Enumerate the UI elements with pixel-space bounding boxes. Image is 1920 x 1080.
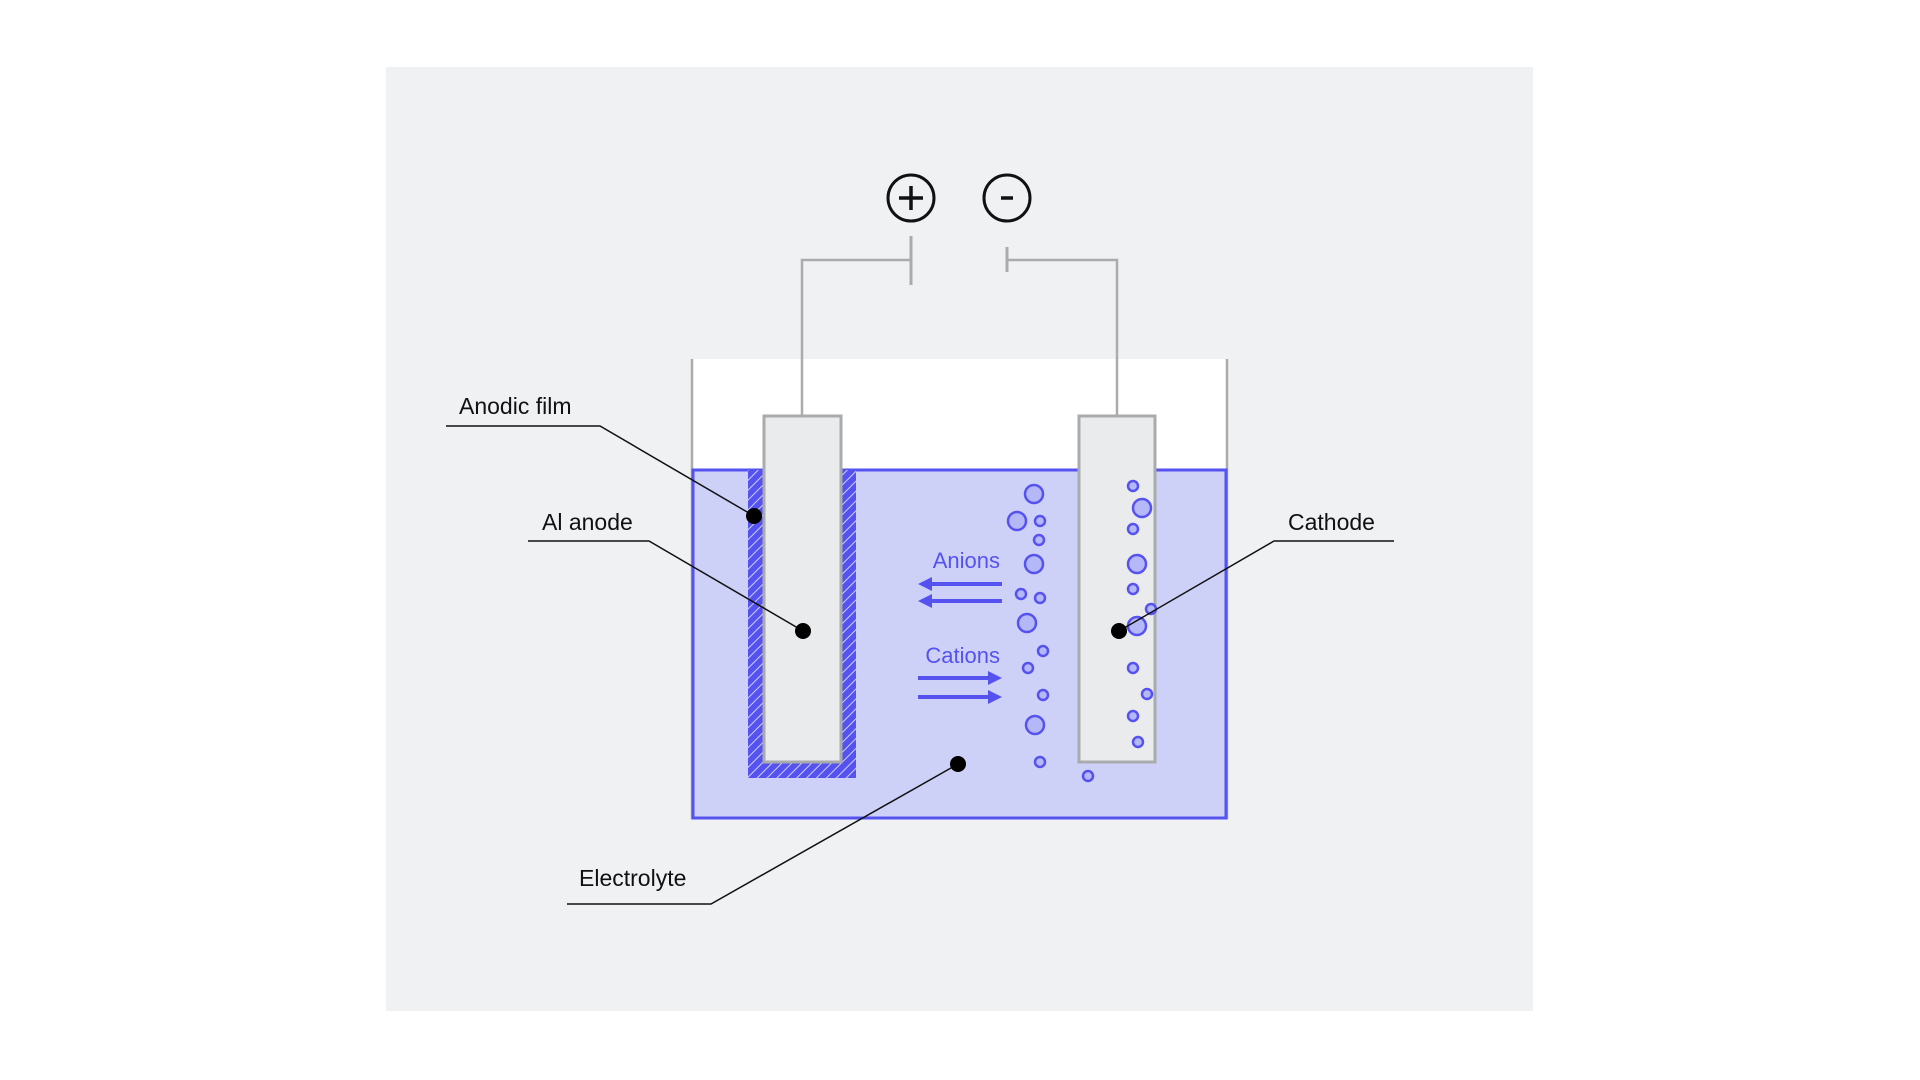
al-anode xyxy=(762,414,843,764)
anode-wire xyxy=(800,258,911,416)
bubble xyxy=(1023,483,1045,505)
cations-arrows-icon xyxy=(918,671,1002,704)
cathode-wire xyxy=(1007,258,1119,416)
bubble xyxy=(1032,533,1046,547)
bubble xyxy=(1036,644,1050,658)
callout-anodic-film: Anodic film xyxy=(446,393,762,524)
negative-terminal-icon: - xyxy=(982,173,1032,223)
bubble xyxy=(1140,687,1154,701)
bubble xyxy=(1131,497,1153,519)
bubble xyxy=(1126,522,1140,536)
bubble xyxy=(1033,591,1047,605)
bubble xyxy=(1024,714,1046,736)
cathode-label: Cathode xyxy=(1288,509,1375,535)
anions-arrows-icon xyxy=(918,577,1002,608)
cations-label: Cations xyxy=(925,643,1000,668)
bubble xyxy=(1126,479,1140,493)
electrolyte-label: Electrolyte xyxy=(579,865,686,891)
bubble xyxy=(1131,735,1145,749)
bubble xyxy=(1006,510,1028,532)
al-anode-label: Al anode xyxy=(542,509,633,535)
callout-electrolyte: Electrolyte xyxy=(567,756,966,905)
gas-bubbles xyxy=(1006,479,1158,783)
bubble xyxy=(1081,769,1095,783)
bubble xyxy=(1016,612,1038,634)
bubble xyxy=(1126,553,1148,575)
callout-cathode: Cathode xyxy=(1111,509,1394,639)
bubble xyxy=(1036,688,1050,702)
bubble xyxy=(1014,587,1028,601)
bubble xyxy=(1126,709,1140,723)
bubble xyxy=(1033,514,1047,528)
anions-label: Anions xyxy=(933,548,1000,573)
bubble xyxy=(1126,661,1140,675)
callout-al-anode: Al anode xyxy=(528,509,811,639)
anodic-film-label: Anodic film xyxy=(459,393,571,419)
positive-terminal-icon: + xyxy=(886,173,936,223)
bubble xyxy=(1033,755,1047,769)
bubble xyxy=(1126,582,1140,596)
cathode xyxy=(1077,414,1157,764)
bubble xyxy=(1023,553,1045,575)
bubble xyxy=(1021,661,1035,675)
